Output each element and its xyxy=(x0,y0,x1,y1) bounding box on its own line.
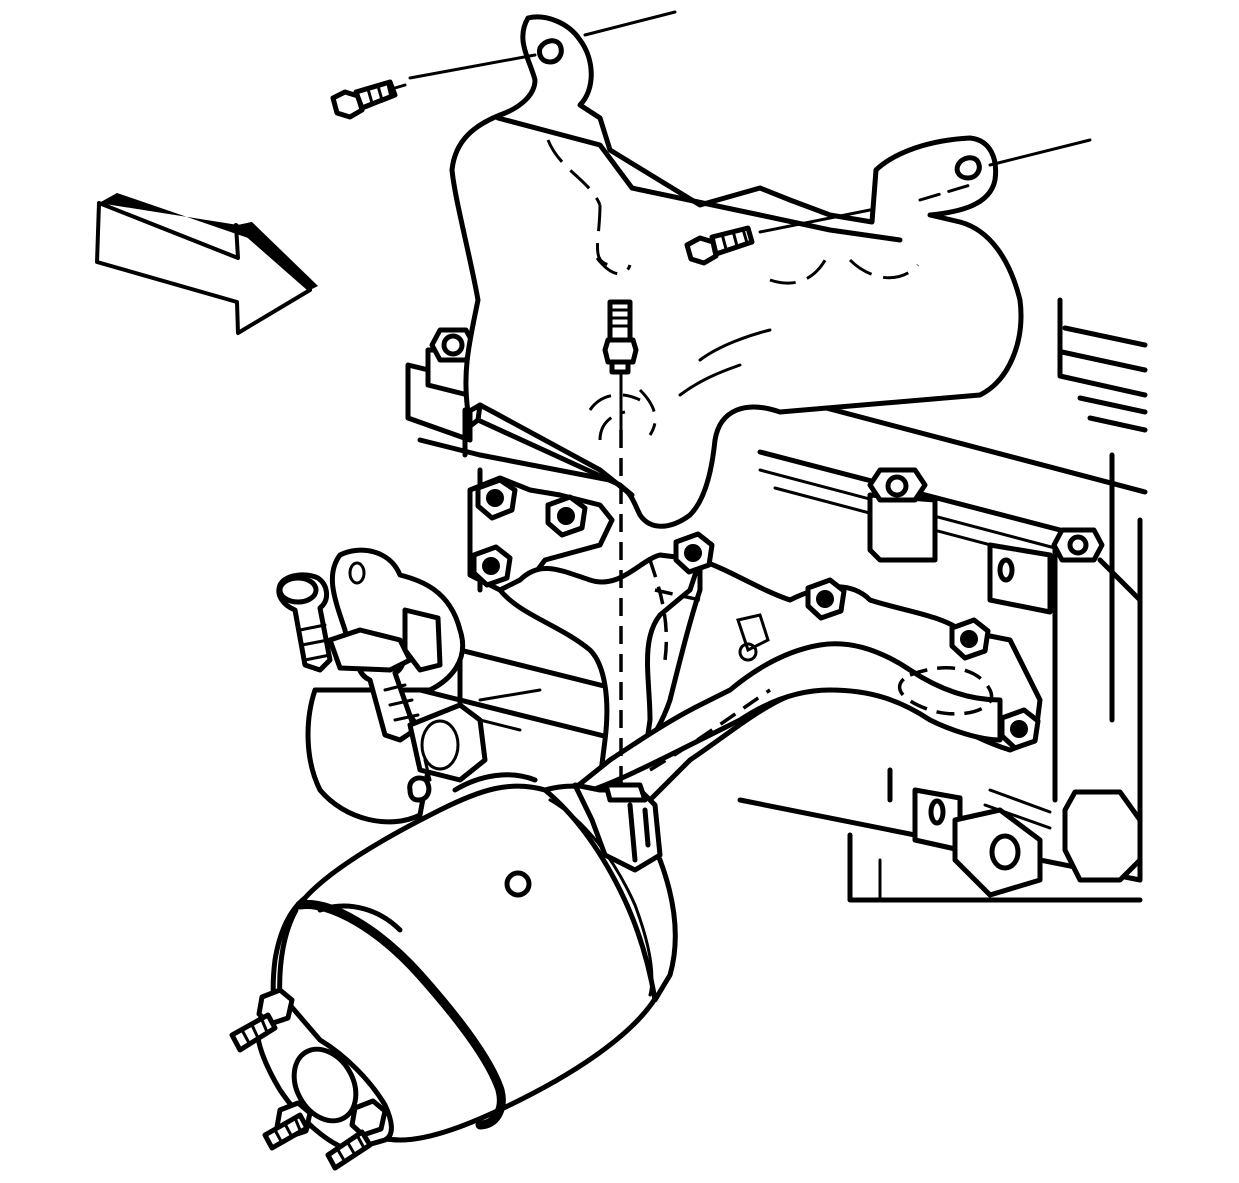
manifold-nut-icon-5 xyxy=(805,577,847,621)
manifold-nut-icon-1 xyxy=(475,477,518,521)
manifold-nut-icon-7 xyxy=(999,707,1041,751)
manifold-nut-icon-3 xyxy=(471,544,513,588)
manifold-nut-icon-2 xyxy=(545,494,588,538)
manifold-nut-icon-6 xyxy=(949,617,991,661)
flange-stud-icon-2 xyxy=(262,1112,310,1151)
shield-bolt-icon-right xyxy=(684,225,755,266)
flange-stud-icon-3 xyxy=(325,1129,373,1171)
manifold-nut-icon-4 xyxy=(673,531,715,575)
flange-stud-icon-1 xyxy=(229,1012,278,1053)
shield-bolt-icon-center xyxy=(602,299,639,375)
view-direction-arrow-icon xyxy=(95,193,318,335)
lower-right-mount xyxy=(887,767,1143,898)
coolant-fittings xyxy=(276,547,542,825)
installation-lines xyxy=(408,10,1092,800)
catalytic-converter xyxy=(229,772,678,1171)
shield-bolt-icon-left xyxy=(330,79,407,120)
head-bracket-left xyxy=(405,327,477,443)
head-bracket-right xyxy=(867,467,1105,615)
exhaust-manifold xyxy=(467,475,1043,813)
heat-shield xyxy=(449,14,1024,529)
